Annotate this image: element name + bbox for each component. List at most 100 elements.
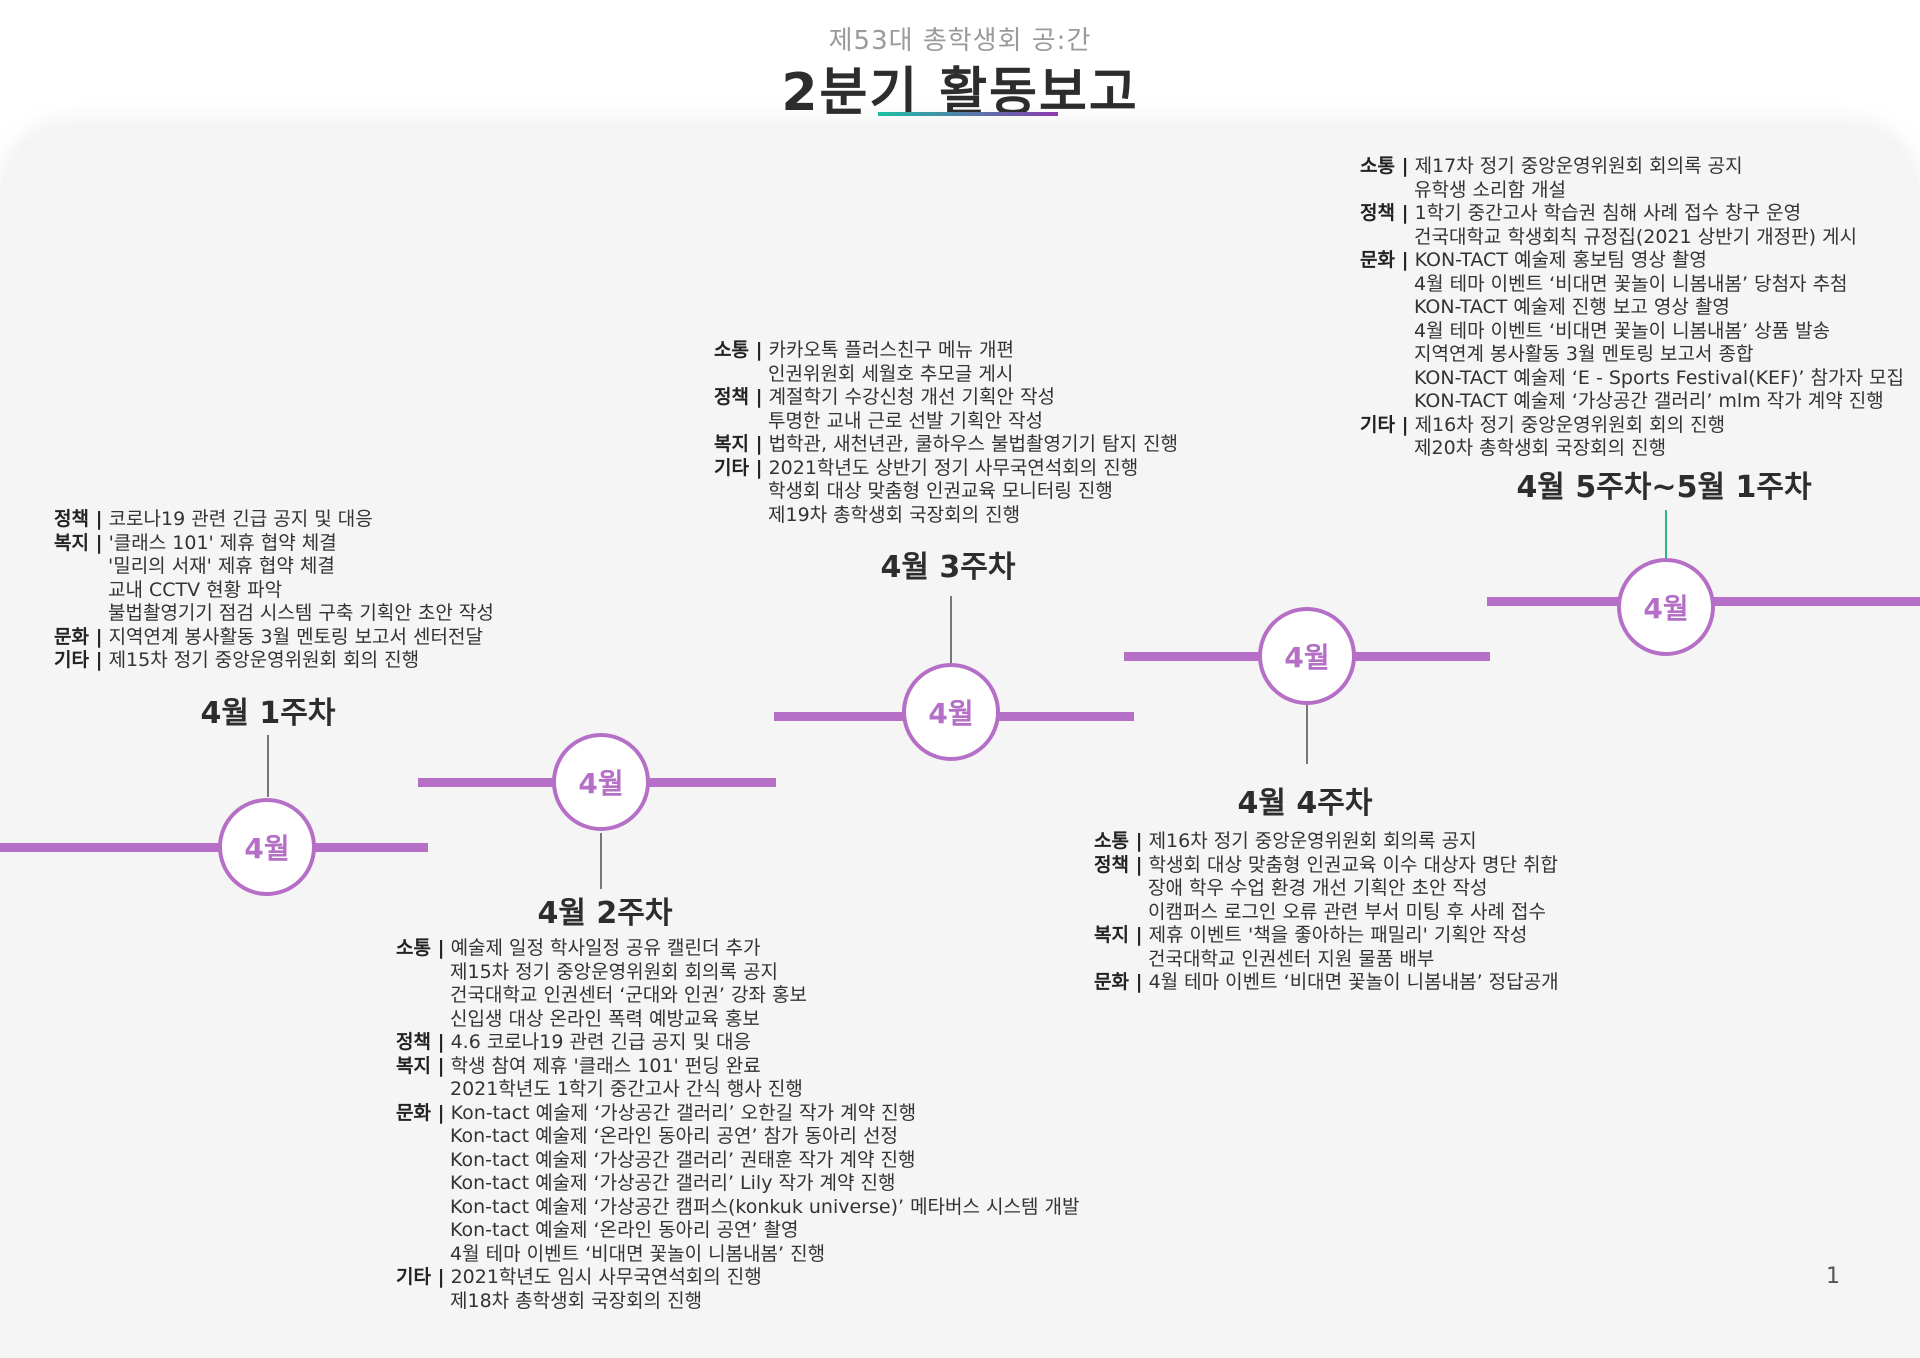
activity-row: 4월 테마 이벤트 ‘비대면 꽃놀이 니봄내봄’ 당첨자 추첨 (1360, 273, 1904, 297)
activity-row: Kon-tact 예술제 ‘온라인 동아리 공연’ 촬영 (396, 1219, 1079, 1243)
activity-item: 2021학년도 상반기 정기 사무국연석회의 진행 (768, 456, 1139, 479)
activity-row: 건국대학교 학생회칙 규정집(2021 상반기 개정판) 게시 (1360, 226, 1904, 250)
activity-item: 제19차 총학생회 국장회의 진행 (768, 503, 1021, 526)
activity-item: 제15차 정기 중앙운영위원회 회의 진행 (108, 649, 420, 671)
activity-item: 제16차 정기 중앙운영위원회 회의 진행 (1414, 413, 1726, 436)
activity-item: KON-TACT 예술제 홍보팀 영상 촬영 (1414, 249, 1707, 271)
category-label: 문화 | (1360, 249, 1409, 271)
activity-row: 문화 | 4월 테마 이벤트 ‘비대면 꽃놀이 니봄내봄’ 정답공개 (1094, 971, 1559, 995)
activity-row: 소통 | 제17차 정기 중앙운영위원회 회의록 공지 (1360, 155, 1904, 179)
activity-item: 2021학년도 1학기 중간고사 간식 행사 진행 (450, 1078, 803, 1100)
category-label: 문화 | (396, 1101, 445, 1124)
activity-row: 복지 | 학생 참여 제휴 '클래스 101' 펀딩 완료 (396, 1055, 1079, 1079)
category-label: 문화 | (54, 625, 103, 648)
report-subtitle: 제53대 총학생회 공:간 (828, 26, 1092, 56)
activity-row: 문화 | 지역연계 봉사활동 3월 멘토링 보고서 센터전달 (54, 626, 494, 650)
activity-row: 이캠퍼스 로그인 오류 관련 부서 미팅 후 사례 접수 (1094, 901, 1559, 925)
activity-item: 법학관, 새천년관, 쿨하우스 불법촬영기기 탐지 진행 (768, 433, 1178, 455)
category-label: 복지 | (54, 531, 103, 554)
activity-item: 4월 테마 이벤트 ‘비대면 꽃놀이 니봄내봄’ 진행 (450, 1242, 826, 1265)
activity-item: 계절학기 수강신청 개선 기획안 작성 (768, 386, 1055, 408)
activity-item: 제20차 총학생회 국장회의 진행 (1414, 437, 1667, 459)
activity-item: 1학기 중간고사 학습권 침해 사례 접수 창구 운영 (1414, 202, 1802, 224)
activity-item: 투명한 교내 근로 선발 기획안 작성 (768, 409, 1043, 432)
activity-item: 4월 테마 이벤트 ‘비대면 꽃놀이 니봄내봄’ 상품 발송 (1414, 319, 1831, 342)
activity-row: 4월 테마 이벤트 ‘비대면 꽃놀이 니봄내봄’ 상품 발송 (1360, 320, 1904, 344)
category-label: 소통 | (1360, 155, 1409, 177)
timeline-segment (0, 843, 428, 852)
activity-row: 정책 | 4.6 코로나19 관련 긴급 공지 및 대응 (396, 1031, 1079, 1055)
timeline-node: 4월 (1258, 607, 1356, 705)
category-label: 소통 | (1094, 830, 1143, 852)
activity-row: 제19차 총학생회 국장회의 진행 (714, 504, 1178, 528)
category-label: 정책 | (1094, 853, 1143, 876)
activity-row: 건국대학교 인권센터 ‘군대와 인권’ 강좌 홍보 (396, 984, 1079, 1008)
timeline-node: 4월 (902, 663, 1000, 761)
title-underline (878, 112, 1058, 116)
activity-item: KON-TACT 예술제 ‘가상공간 갤러리’ mlm 작가 계약 진행 (1414, 390, 1884, 412)
activity-row: 기타 | 2021학년도 임시 사무국연석회의 진행 (396, 1266, 1079, 1290)
activity-item: 예술제 일정 학사일정 공유 캘린더 추가 (450, 937, 761, 959)
page-number: 1 (1826, 1264, 1840, 1289)
activity-item: Kon-tact 예술제 ‘가상공간 갤러리’ 권태훈 작가 계약 진행 (450, 1148, 916, 1171)
activity-row: 교내 CCTV 현황 파악 (54, 579, 494, 603)
activity-item: 제17차 정기 중앙운영위원회 회의록 공지 (1414, 155, 1743, 177)
activity-item: 4.6 코로나19 관련 긴급 공지 및 대응 (450, 1031, 751, 1053)
activity-row: 기타 | 제16차 정기 중앙운영위원회 회의 진행 (1360, 414, 1904, 438)
category-label: 기타 | (1360, 413, 1409, 436)
activity-list: 소통 | 카카오톡 플러스친구 메뉴 개편 인권위원회 세월호 추모글 게시 정… (714, 339, 1178, 527)
activity-row: 제15차 정기 중앙운영위원회 회의록 공지 (396, 961, 1079, 985)
activity-item: 카카오톡 플러스친구 메뉴 개편 (768, 339, 1014, 361)
activity-list: 소통 | 제17차 정기 중앙운영위원회 회의록 공지 유학생 소리함 개설 정… (1360, 155, 1904, 461)
category-label: 복지 | (1094, 924, 1143, 946)
activity-row: 복지 | 제휴 이벤트 '책을 좋아하는 패밀리' 기획안 작성 (1094, 924, 1559, 948)
activity-item: Kon-tact 예술제 ‘가상공간 갤러리’ Lily 작가 계약 진행 (450, 1172, 896, 1194)
activity-item: 제18차 총학생회 국장회의 진행 (450, 1289, 703, 1312)
timeline-node: 4월 (552, 733, 650, 831)
activity-row: 문화 | Kon-tact 예술제 ‘가상공간 갤러리’ 오한길 작가 계약 진… (396, 1102, 1079, 1126)
activity-item: Kon-tact 예술제 ‘온라인 동아리 공연’ 참가 동아리 선정 (450, 1125, 899, 1147)
connector-line (600, 833, 602, 889)
week-title: 4월 5주차~5월 1주차 (1516, 470, 1812, 505)
report-header: 제53대 총학생회 공:간 2분기 활동보고 (0, 0, 1920, 130)
activity-item: Kon-tact 예술제 ‘가상공간 캠퍼스(konkuk universe)’… (450, 1195, 1080, 1218)
activity-row: KON-TACT 예술제 ‘E - Sports Festival(KEF)’ … (1360, 367, 1904, 391)
category-label: 정책 | (396, 1031, 445, 1053)
category-label: 소통 | (714, 339, 763, 361)
activity-row: 2021학년도 1학기 중간고사 간식 행사 진행 (396, 1078, 1079, 1102)
activity-item: KON-TACT 예술제 진행 보고 영상 촬영 (1414, 296, 1730, 318)
activity-list: 소통 | 예술제 일정 학사일정 공유 캘린더 추가 제15차 정기 중앙운영위… (396, 937, 1079, 1313)
category-label: 기타 | (54, 649, 103, 671)
activity-row: 유학생 소리함 개설 (1360, 179, 1904, 203)
activity-item: 장애 학우 수업 환경 개선 기획안 초안 작성 (1148, 877, 1488, 899)
activity-item: 건국대학교 인권센터 ‘군대와 인권’ 강좌 홍보 (450, 984, 807, 1006)
activity-row: 복지 | '클래스 101' 제휴 협약 체결 (54, 532, 494, 556)
activity-item: 제16차 정기 중앙운영위원회 회의록 공지 (1148, 830, 1477, 852)
activity-row: Kon-tact 예술제 ‘가상공간 갤러리’ 권태훈 작가 계약 진행 (396, 1149, 1079, 1173)
activity-item: 2021학년도 임시 사무국연석회의 진행 (450, 1266, 762, 1288)
activity-row: 정책 | 계절학기 수강신청 개선 기획안 작성 (714, 386, 1178, 410)
connector-line (950, 596, 952, 664)
category-label: 기타 | (396, 1266, 445, 1288)
activity-row: 소통 | 예술제 일정 학사일정 공유 캘린더 추가 (396, 937, 1079, 961)
activity-item: '클래스 101' 제휴 협약 체결 (108, 531, 337, 554)
activity-item: 지역연계 봉사활동 3월 멘토링 보고서 종합 (1414, 343, 1754, 365)
week-title: 4월 4주차 (1237, 786, 1373, 821)
activity-row: 4월 테마 이벤트 ‘비대면 꽃놀이 니봄내봄’ 진행 (396, 1243, 1079, 1267)
activity-row: 복지 | 법학관, 새천년관, 쿨하우스 불법촬영기기 탐지 진행 (714, 433, 1178, 457)
activity-row: Kon-tact 예술제 ‘가상공간 캠퍼스(konkuk universe)’… (396, 1196, 1079, 1220)
activity-row: 정책 | 학생회 대상 맞춤형 인권교육 이수 대상자 명단 취합 (1094, 854, 1559, 878)
activity-row: 장애 학우 수업 환경 개선 기획안 초안 작성 (1094, 877, 1559, 901)
activity-item: Kon-tact 예술제 ‘온라인 동아리 공연’ 촬영 (450, 1219, 799, 1241)
week-title: 4월 3주차 (880, 550, 1016, 585)
activity-row: 기타 | 2021학년도 상반기 정기 사무국연석회의 진행 (714, 457, 1178, 481)
activity-item: 제휴 이벤트 '책을 좋아하는 패밀리' 기획안 작성 (1148, 924, 1528, 946)
activity-item: 학생회 대상 맞춤형 인권교육 이수 대상자 명단 취합 (1148, 853, 1558, 876)
activity-row: 투명한 교내 근로 선발 기획안 작성 (714, 410, 1178, 434)
activity-item: 교내 CCTV 현황 파악 (108, 578, 283, 601)
activity-row: 지역연계 봉사활동 3월 멘토링 보고서 종합 (1360, 343, 1904, 367)
activity-row: 제20차 총학생회 국장회의 진행 (1360, 437, 1904, 461)
connector-line (1306, 700, 1308, 764)
activity-item: 인권위원회 세월호 추모글 게시 (768, 362, 1014, 385)
activity-item: 불법촬영기기 점검 시스템 구축 기획안 초안 작성 (108, 602, 494, 624)
